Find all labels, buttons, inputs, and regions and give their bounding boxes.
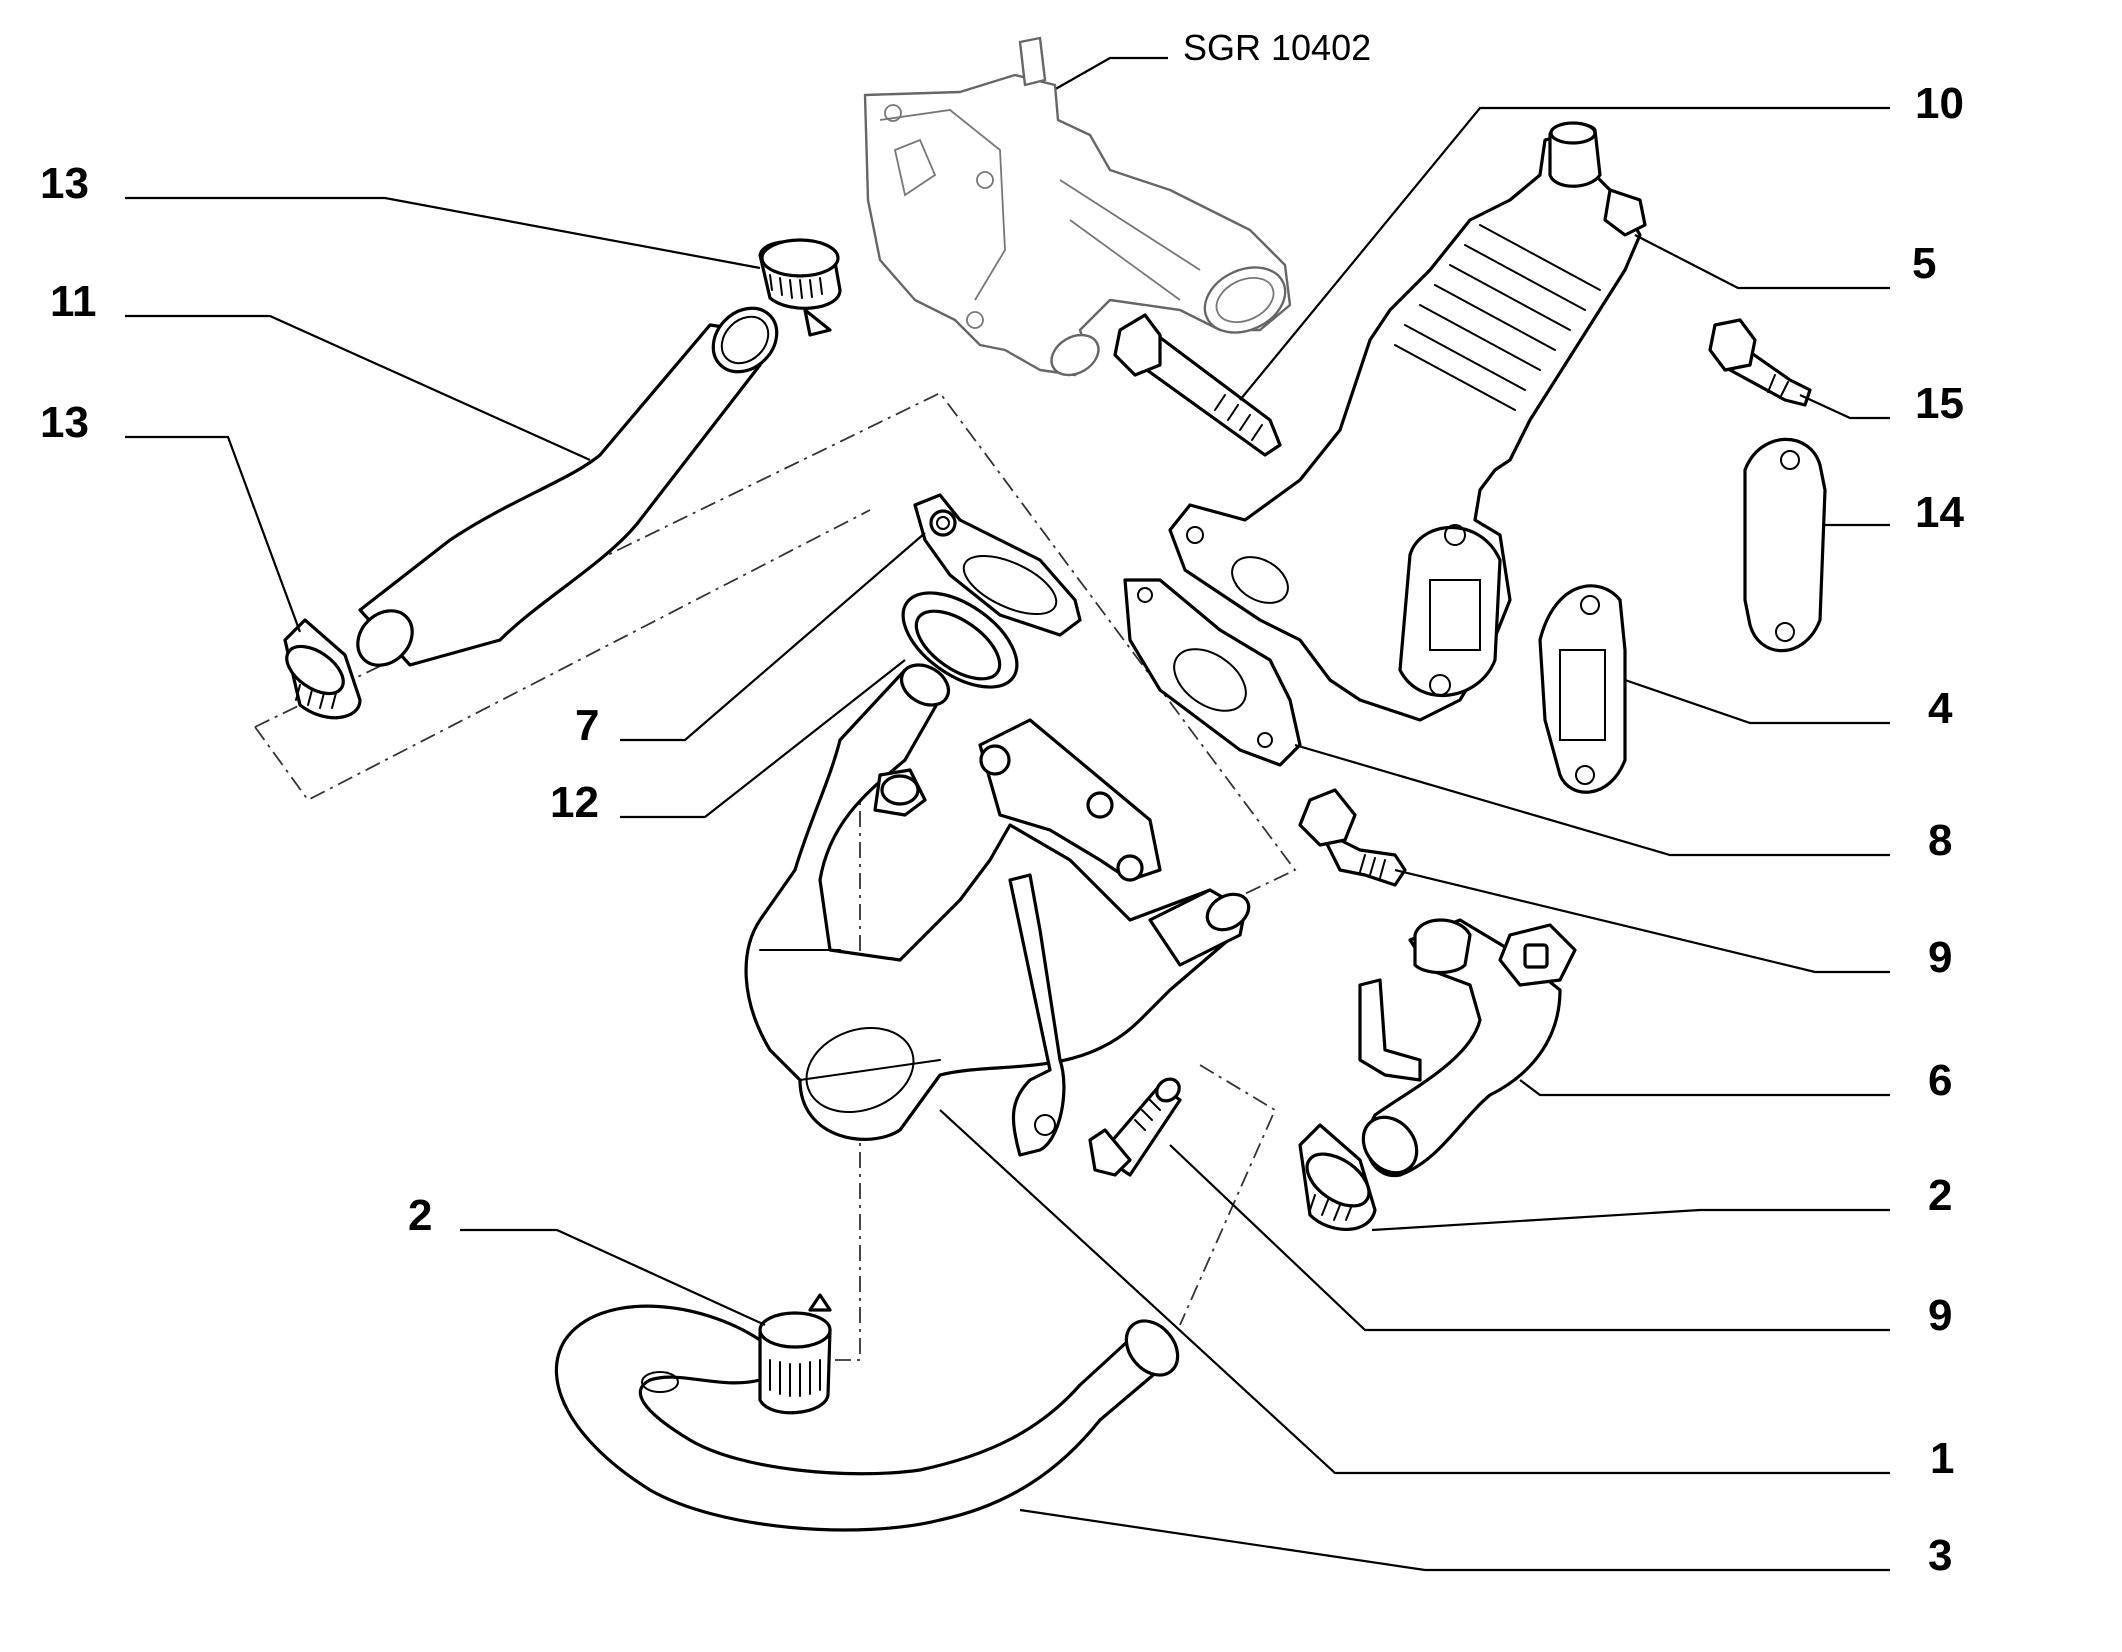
thermostat-housing xyxy=(863,36,1292,377)
callout-10: 10 xyxy=(1915,79,1964,128)
callout-12: 12 xyxy=(550,778,599,827)
part-13-upper-clamp xyxy=(758,238,842,337)
callout-5: 5 xyxy=(1912,239,1936,288)
part-2-lower-left-clamp xyxy=(758,1293,832,1415)
callout-3: 3 xyxy=(1928,1531,1952,1580)
callout-2-right: 2 xyxy=(1928,1171,1952,1220)
reference-code: SGR 10402 xyxy=(1183,27,1371,68)
callout-1: 1 xyxy=(1930,1434,1954,1483)
callout-15: 15 xyxy=(1915,379,1964,428)
callout-9-lower: 9 xyxy=(1928,1291,1952,1340)
callout-9-upper: 9 xyxy=(1928,933,1952,982)
callout-13-lower: 13 xyxy=(40,398,89,447)
part-14-blanking-plate xyxy=(1743,437,1827,653)
part-9-upper-bolt xyxy=(1298,788,1407,887)
part-15-small-bolt xyxy=(1708,318,1812,407)
part-1-egr-pipe xyxy=(744,663,1251,1157)
callout-2-left: 2 xyxy=(408,1191,432,1240)
part-8-gasket xyxy=(1123,578,1302,767)
part-2-right-clamp xyxy=(1298,1123,1377,1231)
reference-label: SGR 10402 xyxy=(1044,27,1371,96)
part-9-lower-bolt xyxy=(1088,1077,1182,1177)
part-13-lower-clamp xyxy=(283,618,362,720)
callout-7: 7 xyxy=(575,701,599,750)
part-6-bracket-pipe xyxy=(1358,918,1577,1178)
reference-leader xyxy=(1044,56,1168,96)
leader-lines xyxy=(125,106,1890,1572)
callout-numbers: 13 11 13 7 12 2 10 5 15 14 4 8 9 6 2 9 1… xyxy=(40,79,1964,1580)
part-4-flange-gasket xyxy=(1538,584,1627,794)
callout-14: 14 xyxy=(1915,488,1964,537)
callout-11: 11 xyxy=(50,277,97,326)
part-5-egr-valve xyxy=(1168,121,1647,722)
callout-13-upper: 13 xyxy=(40,159,89,208)
callout-4: 4 xyxy=(1928,684,1953,733)
callout-6: 6 xyxy=(1928,1056,1952,1105)
part-10-long-bolt xyxy=(1113,313,1282,457)
part-11-upper-hose xyxy=(356,306,779,667)
part-3-lower-hose xyxy=(554,1304,1180,1532)
callout-8: 8 xyxy=(1928,816,1952,865)
part-12-o-ring xyxy=(901,591,1019,689)
part-7-clamp xyxy=(913,493,1082,637)
